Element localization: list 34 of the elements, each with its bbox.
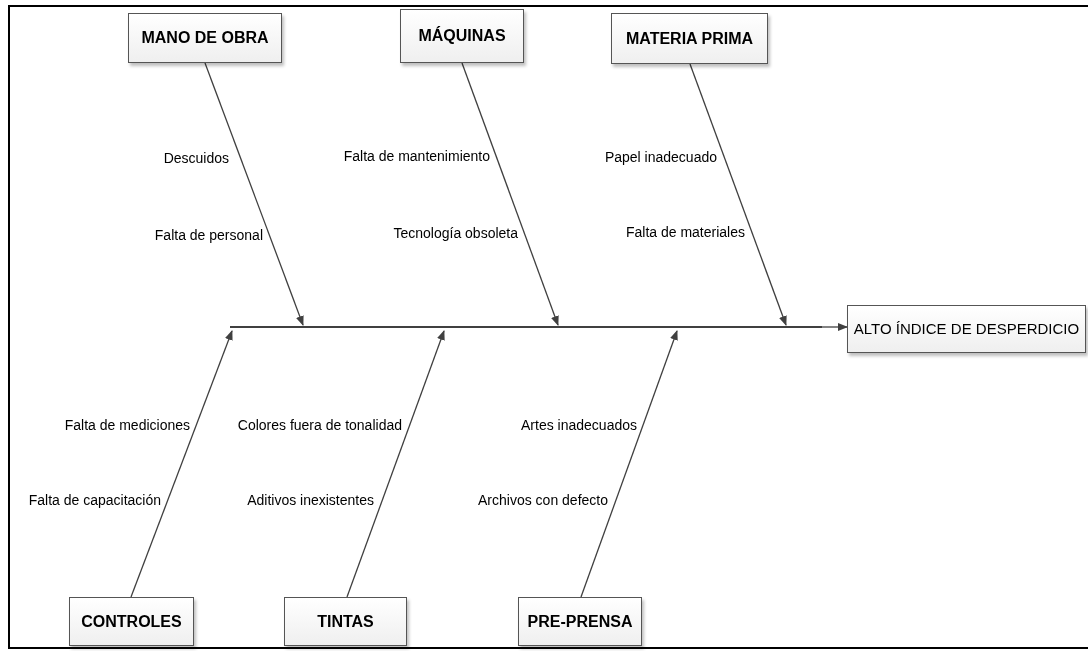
category-box [518,597,642,646]
effect-label: ALTO ÍNDICE DE DESPERDICIO [853,318,1080,339]
cause-label: Papel inadecuado [604,148,717,166]
cause-label: Tecnología obsoleta [393,224,518,242]
cause-label: Falta de personal [154,226,263,244]
cause-label: Colores fuera de tonalidad [237,416,402,434]
cause-label: Falta de mediciones [64,416,190,434]
arrow [821,323,848,331]
cause-label: Falta de materiales [625,223,745,241]
arrow [689,63,787,326]
category-label: TINTAS [317,611,374,632]
category-box [128,13,282,63]
effect-box [847,305,1086,353]
category-box [284,597,407,646]
arrow [346,330,445,598]
category-label: MÁQUINAS [418,25,506,46]
category-box [611,13,768,64]
cause-label: Descuidos [163,149,229,167]
spine-line [230,326,822,328]
category-label: PRE-PRENSA [527,611,633,632]
cause-label: Falta de capacitación [28,491,161,509]
cause-label: Archivos con defecto [478,491,608,509]
cause-label: Aditivos inexistentes [247,491,374,509]
arrow [130,330,233,598]
category-box [400,9,524,63]
category-label: MANO DE OBRA [141,28,269,48]
category-label: MATERIA PRIMA [625,28,754,49]
arrow [461,62,559,326]
cause-label: Artes inadecuados [521,416,637,434]
cause-label: Falta de mantenimiento [343,147,490,165]
arrow [204,62,304,326]
arrow [580,330,678,598]
category-box [69,597,194,646]
category-label: CONTROLES [81,611,182,632]
